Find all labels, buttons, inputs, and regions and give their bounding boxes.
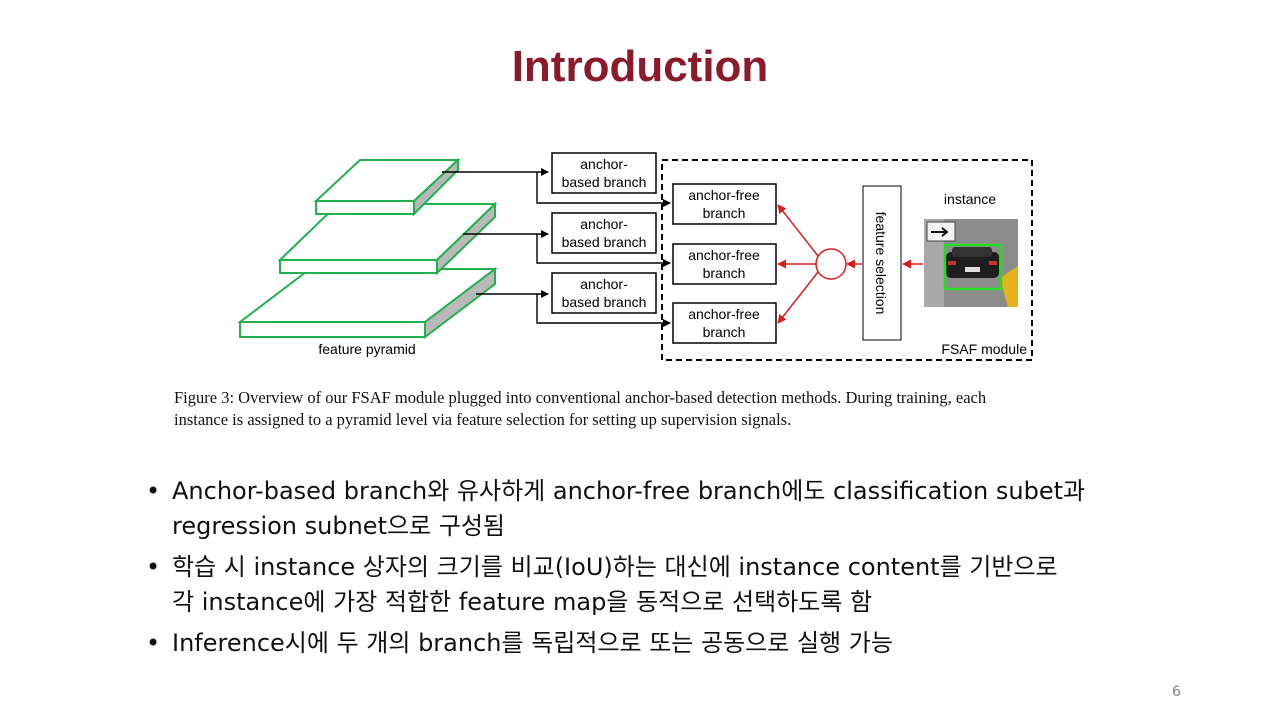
- bullet-2-line-1: 학습 시 instance 상자의 크기를 비교(IoU)하는 대신에 inst…: [172, 553, 1058, 581]
- page-number: 6: [1172, 684, 1181, 700]
- feature-pyramid-label: feature pyramid: [318, 341, 415, 357]
- selection-junction: [815, 248, 847, 280]
- anchor-free-branch-2-label-a: anchor-free: [688, 247, 760, 263]
- fsaf-diagram: feature pyramid anchor- based branch anc…: [237, 152, 1033, 361]
- instance-photo: [924, 219, 1018, 307]
- bullet-item: 학습 시 instance 상자의 크기를 비교(IoU)하는 대신에 inst…: [146, 550, 1206, 620]
- anchor-free-branch-1-label-a: anchor-free: [688, 187, 760, 203]
- selection-arrows: [777, 204, 923, 324]
- bullet-1-line-2: regression subnet으로 구성됨: [172, 512, 506, 540]
- anchor-based-branch-3-label-b: based branch: [562, 294, 647, 310]
- anchor-based-branch-3: anchor- based branch: [551, 272, 657, 314]
- pyramid-level-top: [313, 157, 461, 217]
- instance-label: instance: [944, 191, 996, 207]
- pyramid-level-bottom: [237, 266, 498, 340]
- bullet-item: Anchor-based branch와 유사하게 anchor-free br…: [146, 474, 1206, 544]
- fsaf-module-boundary: [661, 159, 1033, 361]
- anchor-free-branch-2-label-b: branch: [703, 265, 746, 281]
- feature-selection-label: feature selection: [873, 212, 889, 315]
- pyramid-to-anchor-free-arrows: [536, 172, 671, 327]
- anchor-free-branch-1-label-b: branch: [703, 205, 746, 221]
- feature-selection-box: [862, 185, 902, 341]
- bullet-item: Inference시에 두 개의 branch를 독립적으로 또는 공동으로 실…: [146, 626, 1206, 661]
- anchor-free-branch-1: anchor-free branch: [672, 183, 777, 225]
- caption-line-1: Figure 3: Overview of our FSAF module pl…: [174, 388, 987, 407]
- anchor-based-branch-1-label-b: based branch: [562, 174, 647, 190]
- anchor-free-branch-3-label-b: branch: [703, 324, 746, 340]
- anchor-free-branch-3: anchor-free branch: [672, 302, 777, 344]
- bullet-2-line-2: 각 instance에 가장 적합한 feature map을 동적으로 선택하…: [172, 588, 873, 616]
- bullet-1-line-1: Anchor-based branch와 유사하게 anchor-free br…: [172, 477, 1086, 505]
- anchor-based-branch-1: anchor- based branch: [551, 152, 657, 194]
- anchor-based-branch-1-label-a: anchor-: [580, 156, 628, 172]
- bullet-3-line-1: Inference시에 두 개의 branch를 독립적으로 또는 공동으로 실…: [172, 629, 893, 657]
- anchor-based-branch-2-label-b: based branch: [562, 234, 647, 250]
- pyramid-to-anchor-based-arrows: [442, 168, 549, 298]
- fsaf-module-label: FSAF module: [941, 341, 1027, 357]
- anchor-free-branch-2: anchor-free branch: [672, 243, 777, 285]
- anchor-based-branch-3-label-a: anchor-: [580, 276, 628, 292]
- anchor-based-branch-2-label-a: anchor-: [580, 216, 628, 232]
- figure-caption: Figure 3: Overview of our FSAF module pl…: [174, 387, 1134, 431]
- pyramid-level-middle: [277, 201, 498, 276]
- anchor-based-branch-2: anchor- based branch: [551, 212, 657, 254]
- bullet-list: Anchor-based branch와 유사하게 anchor-free br…: [146, 474, 1206, 667]
- caption-line-2: instance is assigned to a pyramid level …: [174, 410, 792, 429]
- feature-pyramid: [237, 157, 498, 340]
- anchor-free-branch-3-label-a: anchor-free: [688, 306, 760, 322]
- slide-title: Introduction: [511, 42, 769, 91]
